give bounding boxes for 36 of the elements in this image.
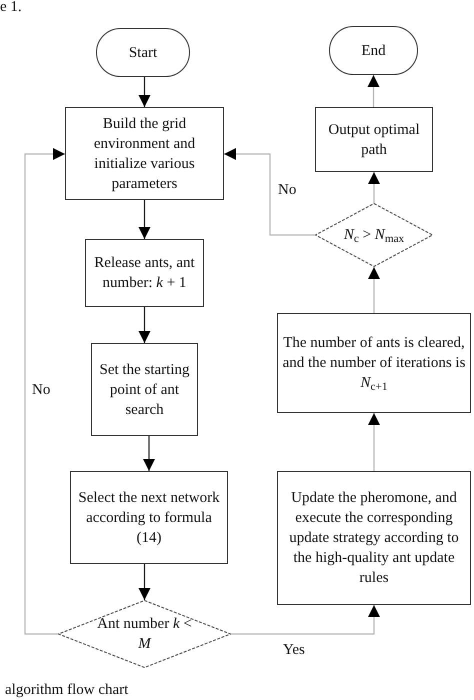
node-text: N$_{c}$ > N$_{max}$ <box>342 226 406 245</box>
process-box <box>277 313 471 413</box>
decision-diamond <box>58 600 231 668</box>
node-text: End <box>361 42 386 60</box>
process-box <box>85 239 204 307</box>
node-text: The number of ants is cleared, and the number of iterations is N$_{c+1}$ <box>282 334 466 393</box>
arrow <box>138 200 150 239</box>
arrow <box>368 267 380 313</box>
arrow <box>231 605 380 635</box>
node-text: Select the next network according to formula (14) <box>77 488 221 548</box>
figure-number: e 1. <box>0 0 22 14</box>
node-text: Start <box>128 44 158 62</box>
node-text: Set the starting point of ant search <box>98 360 190 420</box>
process-box <box>91 343 198 436</box>
arrow <box>224 148 315 236</box>
arrow <box>368 75 380 107</box>
node-text: Ant number k < M <box>96 615 193 654</box>
process-box <box>65 107 224 200</box>
arrow <box>143 436 155 471</box>
arrow <box>368 172 380 203</box>
decision-diamond <box>315 203 433 267</box>
caption: algorithm flow chart <box>5 681 128 700</box>
arrow <box>138 564 150 600</box>
arrow <box>368 413 380 471</box>
arrow <box>24 148 65 635</box>
node-text: Release ants, ant number: k + 1 <box>93 254 196 293</box>
arrow <box>138 77 150 107</box>
arrow <box>138 307 150 343</box>
terminator-shape <box>329 26 418 75</box>
process-box <box>277 471 471 605</box>
process-box <box>315 107 433 172</box>
node-text: Update the pheromone, and execute the corresponding update strategy according to the high-quality ant update rules <box>288 489 460 588</box>
node-text: Output optimal path <box>327 120 421 160</box>
node-text: Build the grid environment and initialize various parameters <box>92 114 196 194</box>
process-box <box>70 471 228 564</box>
terminator-shape <box>96 28 190 77</box>
